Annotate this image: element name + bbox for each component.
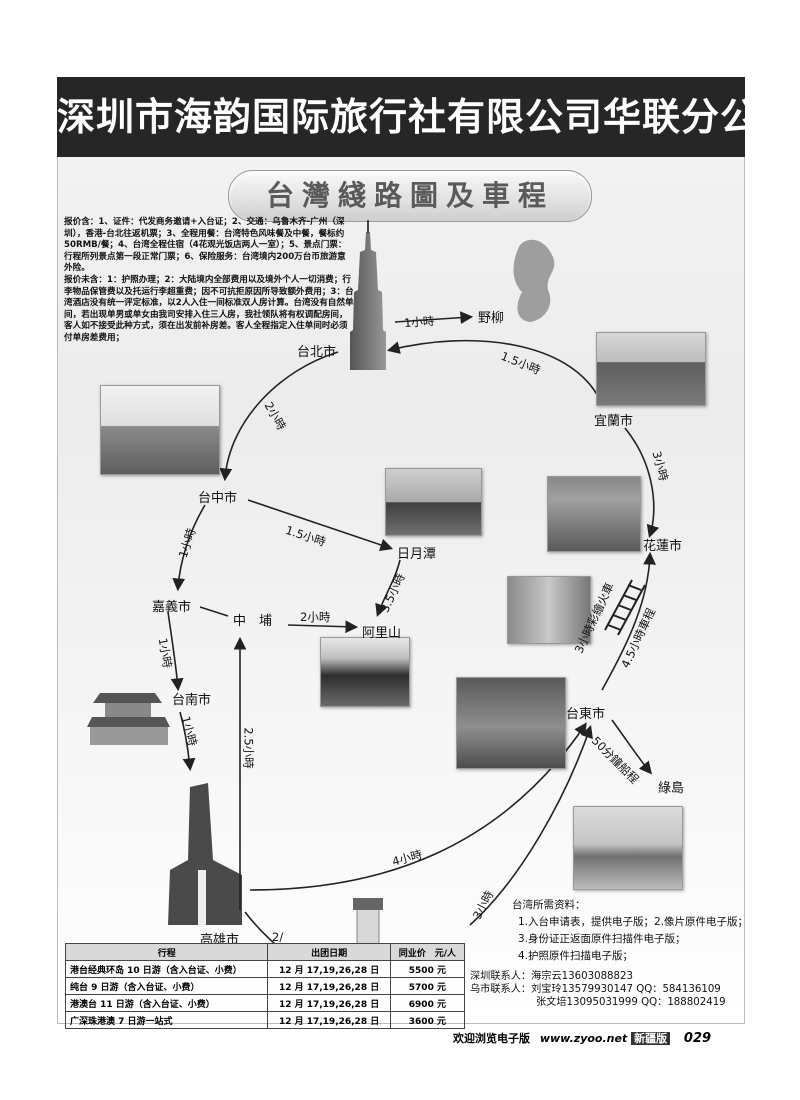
yilan-photo bbox=[596, 332, 706, 406]
cell-date: 12 月 17,19,26,28 日 bbox=[267, 1011, 391, 1029]
footer-site[interactable]: www.zyoo.net bbox=[539, 1032, 628, 1045]
duration-zhongpu-alishan: 2小時 bbox=[300, 610, 331, 624]
cell-price: 5500 元 bbox=[389, 960, 466, 978]
price-notes: 报价含：1、证件：代发商务邀请+入台证；2、交通：乌鲁木齐-广州（深圳），香港-… bbox=[64, 217, 354, 345]
subtitle-pill: 台灣綫路圖及車程 bbox=[228, 170, 592, 222]
cell-route: 纯台 9 日游（含入台证、小费） bbox=[64, 977, 269, 995]
cell-price: 6900 元 bbox=[389, 994, 466, 1012]
city-taichung: 台中市 bbox=[198, 491, 238, 506]
cell-price: 3600 元 bbox=[389, 1011, 466, 1029]
duration-kaohsiung-cut: 2/ bbox=[272, 930, 284, 944]
header-banner: 深圳市海韵国际旅行社有限公司华联分公司 bbox=[57, 77, 799, 157]
duration-taipei-yeliu: 1小時 bbox=[403, 313, 435, 331]
alishan-train-photo bbox=[320, 637, 410, 707]
footer-edition: 新疆版 bbox=[631, 1032, 671, 1045]
contact-sz-label: 深圳联系人： bbox=[470, 971, 532, 982]
contact-urumqi-2-row: 张文培13095031999 QQ：188802419 bbox=[470, 996, 760, 1009]
price-excludes: 报价未含：1：护照办理；2：大陆境内全部费用以及境外个人一切消费；行李物品保管费… bbox=[64, 274, 354, 343]
footer: 欢迎浏览电子版 www.zyoo.net 新疆版 029 bbox=[453, 1030, 711, 1046]
page-number: 029 bbox=[683, 1031, 712, 1046]
footer-welcome: 欢迎浏览电子版 bbox=[453, 1032, 530, 1045]
price-table: 行程 出团日期 同业价 元/人 港台经典环岛 10 日游（含入台证、小费） 12… bbox=[64, 943, 466, 1029]
contact-shenzhen: 深圳联系人：海宗云13603088823 bbox=[470, 970, 760, 983]
contact-urumqi-1: 刘宝玲13579930147 QQ：584136109 bbox=[531, 984, 721, 995]
cell-route: 港台经典环岛 10 日游（含入台证、小费） bbox=[64, 960, 269, 978]
city-greenisland: 綠島 bbox=[658, 781, 685, 796]
contact-urumqi: 乌市联系人：刘宝玲13579930147 QQ：584136109 bbox=[470, 983, 760, 996]
sunmoon-lake-photo bbox=[385, 468, 482, 536]
required-documents: 台湾所需资料： 1.入台申请表，提供电子版；2.像片原件电子版；3.身份证正返面… bbox=[512, 897, 752, 965]
city-hualien: 花蓮市 bbox=[643, 539, 683, 554]
cell-date: 12 月 17,19,26,28 日 bbox=[267, 960, 391, 978]
city-chiayi: 嘉義市 bbox=[152, 600, 192, 615]
city-zhongpu: 中 埔 bbox=[233, 614, 273, 629]
taitung-hotspring-photo bbox=[456, 677, 566, 769]
duration-kaohsiung-zhongpu: 2.5小時 bbox=[241, 727, 256, 769]
header-route: 行程 bbox=[64, 943, 269, 961]
table-row: 纯台 9 日游（含入台证、小费） 12 月 17,19,26,28 日 5700… bbox=[64, 977, 466, 995]
cell-route: 广深珠港澳 7 日游一站式 bbox=[64, 1011, 269, 1029]
city-yeliu: 野柳 bbox=[478, 311, 505, 326]
hualien-gate-photo bbox=[547, 476, 641, 552]
contact-urumqi-2: 张文培13095031999 QQ：188802419 bbox=[536, 997, 726, 1008]
cell-date: 12 月 17,19,26,28 日 bbox=[267, 994, 391, 1012]
green-island-photo bbox=[573, 806, 683, 890]
contact-urumqi-label: 乌市联系人： bbox=[470, 984, 532, 995]
cell-price: 5700 元 bbox=[389, 977, 466, 995]
city-sunmoon: 日月潭 bbox=[397, 547, 437, 562]
docs-title: 台湾所需资料： bbox=[512, 899, 586, 911]
taichung-building-photo bbox=[100, 385, 220, 475]
city-tainan: 台南市 bbox=[172, 693, 212, 708]
table-row: 港台经典环岛 10 日游（含入台证、小费） 12 月 17,19,26,28 日… bbox=[64, 960, 466, 978]
cell-route: 港澳台 11 日游（含入台证、小费） bbox=[64, 994, 269, 1012]
table-row: 广深珠港澳 7 日游一站式 12 月 17,19,26,28 日 3600 元 bbox=[64, 1011, 466, 1029]
table-row: 港澳台 11 日游（含入台证、小费） 12 月 17,19,26,28 日 69… bbox=[64, 994, 466, 1012]
city-taitung: 台東市 bbox=[566, 707, 606, 722]
docs-item: 1.入台申请表，提供电子版；2.像片原件电子版；3.身份证正返面原件扫描件电子版… bbox=[518, 916, 749, 945]
company-title: 深圳市海韵国际旅行社有限公司华联分公司 bbox=[57, 95, 799, 139]
header-price: 同业价 元/人 bbox=[389, 943, 466, 961]
cell-date: 12 月 17,19,26,28 日 bbox=[267, 977, 391, 995]
city-alishan: 阿里山 bbox=[362, 626, 402, 641]
header-date: 出团日期 bbox=[267, 943, 391, 961]
table-header-row: 行程 出团日期 同业价 元/人 bbox=[64, 943, 466, 961]
contacts: 深圳联系人：海宗云13603088823 乌市联系人：刘宝玲1357993014… bbox=[470, 970, 760, 1009]
contact-sz-value: 海宗云13603088823 bbox=[531, 971, 633, 982]
map-subtitle: 台灣綫路圖及車程 bbox=[265, 179, 554, 212]
price-includes: 报价含：1、证件：代发商务邀请+入台证；2、交通：乌鲁木齐-广州（深圳），香港-… bbox=[64, 217, 347, 274]
docs-item: 4.护照原件扫描电子版； bbox=[518, 950, 634, 962]
city-taipei: 台北市 bbox=[297, 345, 337, 360]
train-interior-photo bbox=[507, 576, 591, 644]
city-yilan: 宜蘭市 bbox=[594, 414, 634, 429]
